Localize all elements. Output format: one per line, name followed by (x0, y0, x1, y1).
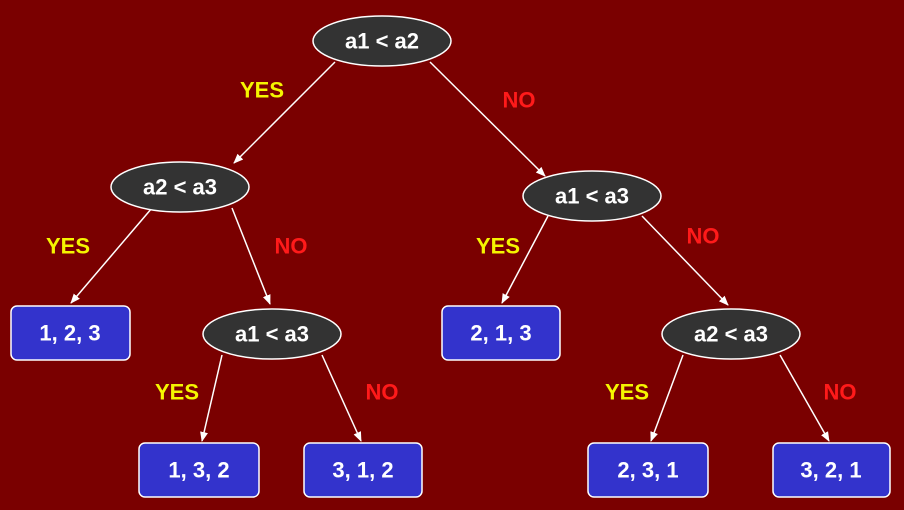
edge-left-leaf123 (70, 207, 153, 304)
leaf-312: 3, 1, 2 (303, 442, 423, 498)
edge-left-leftno (231, 207, 271, 305)
decision-node-left-no-label: a1 < a3 (235, 322, 309, 347)
edge-root-left (233, 61, 336, 164)
no-label-left: NO (275, 234, 308, 259)
edge-rightno-leaf321 (779, 354, 830, 442)
no-label-right-no: NO (824, 380, 857, 405)
leaf-231-label: 2, 3, 1 (617, 458, 678, 483)
leaf-213: 2, 1, 3 (441, 305, 561, 361)
leaf-312-label: 3, 1, 2 (332, 458, 393, 483)
yes-label-left: YES (46, 234, 90, 259)
no-label-root: NO (503, 88, 536, 113)
yes-label-root: YES (240, 78, 284, 103)
decision-node-right: a1 < a3 (522, 170, 662, 222)
edge-leftno-leaf132 (200, 354, 223, 442)
no-label-left-no: NO (366, 380, 399, 405)
decision-node-left-label: a2 < a3 (143, 175, 217, 200)
decision-node-left-no: a1 < a3 (202, 308, 342, 360)
leaf-321: 3, 2, 1 (772, 442, 891, 498)
leaf-123: 1, 2, 3 (10, 305, 131, 361)
yes-label-left-no: YES (155, 380, 199, 405)
decision-node-left: a2 < a3 (110, 161, 250, 213)
edge-leftno-leaf312 (321, 354, 362, 442)
leaf-123-label: 1, 2, 3 (39, 321, 100, 346)
decision-node-right-no: a2 < a3 (661, 308, 801, 360)
edge-right-rightno (641, 215, 729, 306)
leaf-132: 1, 3, 2 (138, 442, 260, 498)
no-label-right: NO (687, 224, 720, 249)
decision-node-right-no-label: a2 < a3 (694, 322, 768, 347)
leaf-132-label: 1, 3, 2 (168, 458, 229, 483)
decision-node-right-label: a1 < a3 (555, 184, 629, 209)
leaf-213-label: 2, 1, 3 (470, 321, 531, 346)
yes-label-right: YES (476, 234, 520, 259)
decision-node-root-label: a1 < a2 (345, 29, 419, 54)
leaf-321-label: 3, 2, 1 (800, 458, 861, 483)
edge-rightno-leaf231 (650, 354, 684, 442)
yes-label-right-no: YES (605, 380, 649, 405)
leaf-231: 2, 3, 1 (587, 442, 709, 498)
decision-node-root: a1 < a2 (312, 15, 452, 67)
edges (70, 61, 830, 442)
edge-root-right (429, 61, 546, 177)
edge-right-leaf213 (501, 215, 549, 304)
